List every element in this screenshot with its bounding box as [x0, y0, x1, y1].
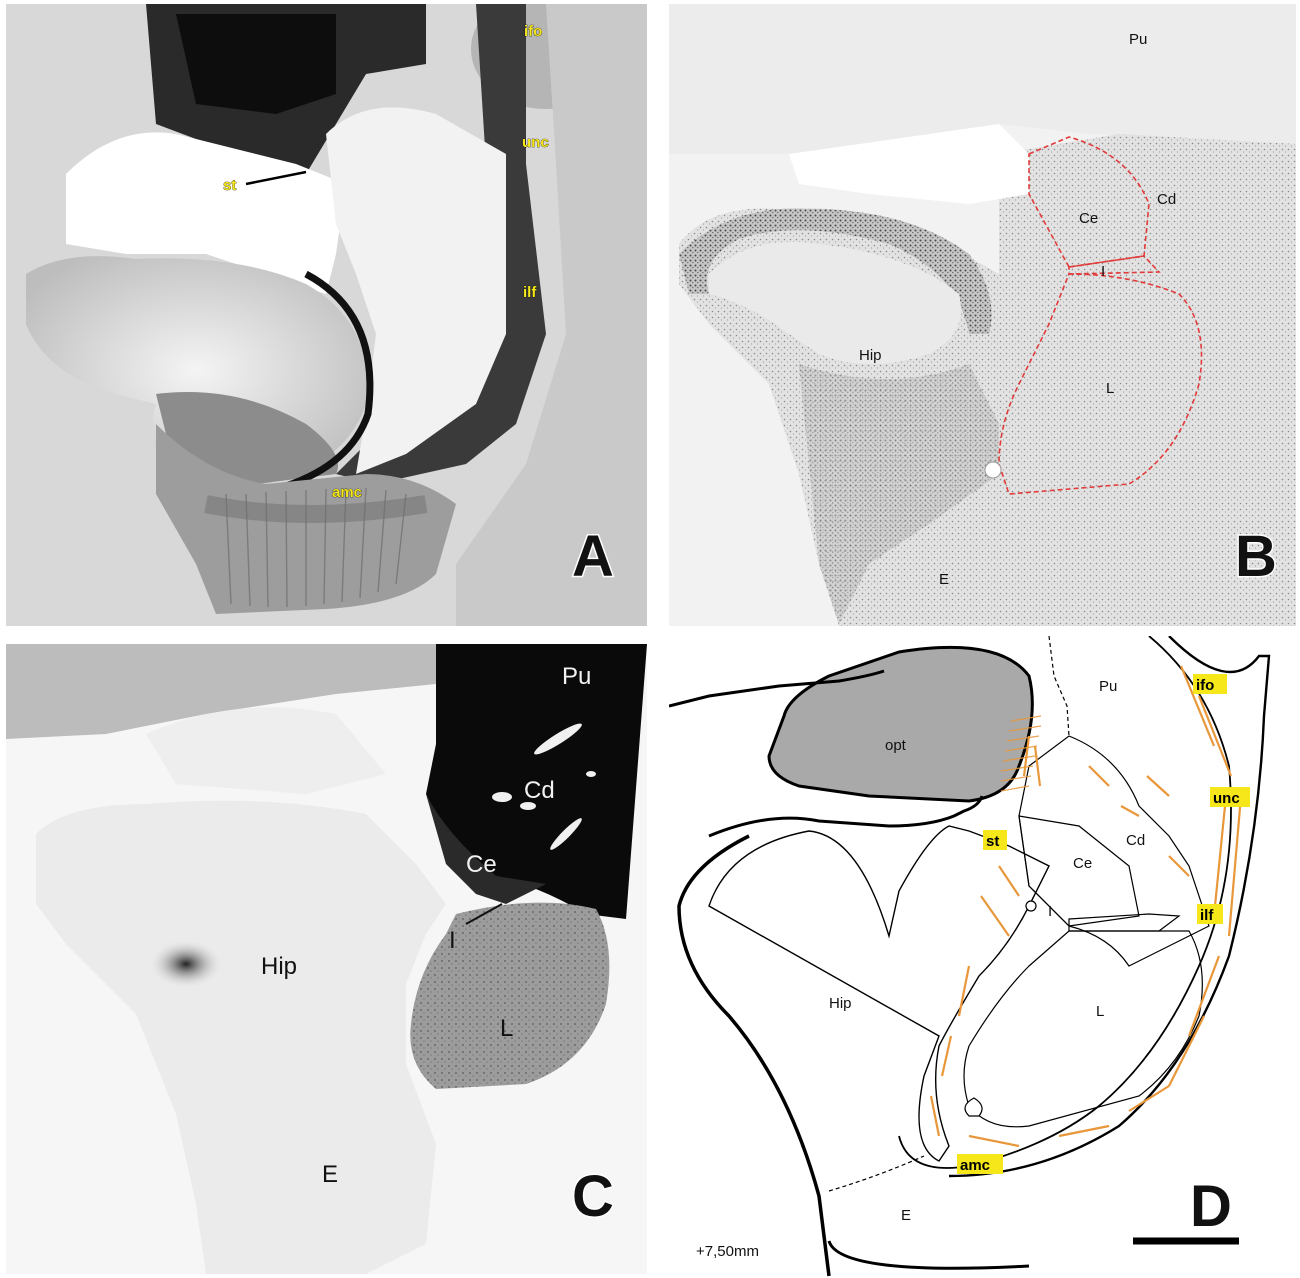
label-st-bg [983, 830, 1007, 850]
label-cd: Cd [1126, 832, 1145, 849]
panel-c: Pu Cd Ce I Hip L E C [6, 644, 647, 1274]
label-ilf: ilf [1200, 907, 1214, 924]
label-hip: Hip [261, 953, 297, 980]
l-outline [998, 273, 1203, 495]
panel-d-diagram: opt Pu ifo st unc Cd Ce I ilf Hip L amc … [669, 636, 1271, 1277]
vessel-lower [964, 1097, 983, 1117]
coordinate-label: +7,50mm [696, 1243, 759, 1260]
optic-tract [767, 645, 1034, 803]
label-e: E [939, 571, 949, 588]
label-st: st [986, 833, 999, 850]
label-pu: Pu [562, 663, 591, 690]
label-ilf-bg [1197, 904, 1223, 924]
panel-d: opt Pu ifo st unc Cd Ce I ilf Hip L amc … [669, 636, 1296, 1278]
label-ilf: ilf [523, 284, 537, 301]
outline-ce [1018, 815, 1140, 927]
label-ce: Ce [466, 851, 497, 878]
label-unc-bg [1210, 787, 1250, 807]
label-l: L [500, 1015, 513, 1042]
fiber-strokes [929, 665, 1243, 1148]
panel-letter-c: C [572, 1164, 614, 1229]
outline-hip [708, 825, 1050, 1162]
nucleus-outlines [998, 136, 1203, 495]
outline-optic-underside [708, 795, 984, 838]
label-unc: unc [522, 134, 549, 151]
label-unc: unc [1213, 790, 1240, 807]
st-pointer-line [245, 170, 307, 186]
label-hip: Hip [829, 995, 852, 1012]
label-l: L [1096, 1003, 1104, 1020]
i-pointer-line [465, 903, 503, 925]
st-hatch [1000, 715, 1042, 792]
label-pu: Pu [1099, 678, 1117, 695]
label-pu: Pu [1129, 31, 1147, 48]
label-i: I [1048, 903, 1052, 920]
outline-fiber-band-outer [948, 636, 1271, 1178]
panel-c-image: Pu Cd Ce I Hip L E C [6, 644, 647, 1274]
dashed-e-boundary [828, 1155, 925, 1192]
panel-b-image: Pu Cd Ce I Hip L E B [669, 4, 1296, 626]
label-ifo: ifo [524, 23, 542, 40]
label-ce: Ce [1073, 855, 1092, 872]
label-cd: Cd [524, 777, 555, 804]
i-outline [1068, 255, 1161, 275]
outline-outer [677, 834, 831, 1277]
label-amc: amc [332, 484, 362, 501]
label-st: st [223, 177, 236, 194]
label-hip: Hip [859, 347, 882, 364]
panel-letter-a: A [572, 524, 614, 589]
panel-a-image: ifo unc st ilf amc A [6, 4, 647, 626]
label-amc-bg [957, 1154, 1003, 1174]
label-amc: amc [960, 1157, 990, 1174]
panel-b: Pu Cd Ce I Hip L E B [669, 4, 1296, 626]
outline-top-left [669, 669, 885, 708]
label-ifo: ifo [1196, 677, 1214, 694]
label-cd: Cd [1157, 191, 1176, 208]
outline-i [1068, 913, 1181, 932]
label-e: E [322, 1161, 338, 1188]
label-i: I [449, 927, 456, 954]
panel-letter-d: D [1190, 1174, 1232, 1239]
panel-a: ifo unc st ilf amc A [6, 4, 647, 626]
label-ifo-bg [1193, 674, 1227, 694]
outline-bottom [827, 1240, 1030, 1270]
label-ce: Ce [1079, 210, 1098, 227]
panel-letter-b: B [1235, 524, 1277, 589]
label-e: E [901, 1207, 911, 1224]
vessel-circle [1025, 900, 1037, 912]
outline-cd [1018, 735, 1210, 967]
label-l: L [1106, 380, 1114, 397]
label-opt: opt [885, 737, 907, 754]
label-i: I [1101, 263, 1105, 280]
dashed-pu-boundary [1048, 636, 1070, 737]
